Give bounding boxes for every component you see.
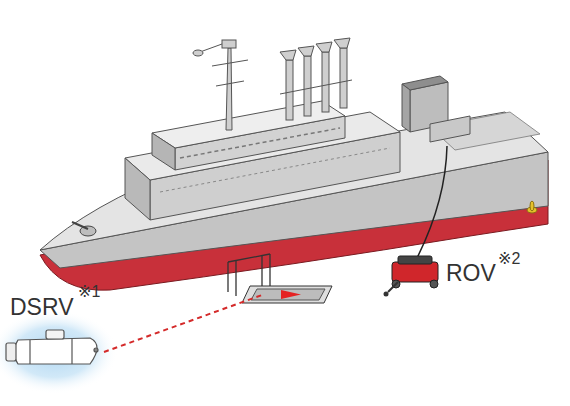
superstructure-front [125, 158, 150, 220]
bridge-front [152, 133, 175, 170]
rov-vehicle [384, 256, 439, 297]
bow-gun [72, 222, 96, 236]
deck [40, 112, 548, 250]
stern-housing [430, 116, 470, 142]
part-name: DSRV [10, 296, 74, 319]
bridge-top [152, 101, 345, 148]
docking-platform-inner [251, 289, 325, 300]
callout-number: ※1 [78, 284, 100, 300]
rov-tether [417, 146, 447, 258]
dsrv-vehicle [6, 330, 98, 364]
part-name: ROV [446, 262, 496, 285]
propeller [527, 201, 537, 213]
dsrv-glow [0, 310, 118, 394]
callout-number: ※2 [498, 251, 520, 267]
mast [193, 40, 248, 130]
crane-posts [280, 38, 352, 120]
approach-line [104, 295, 262, 352]
docking-platform [242, 286, 332, 303]
bridge-windows [180, 128, 340, 158]
docking-marker [281, 290, 301, 299]
